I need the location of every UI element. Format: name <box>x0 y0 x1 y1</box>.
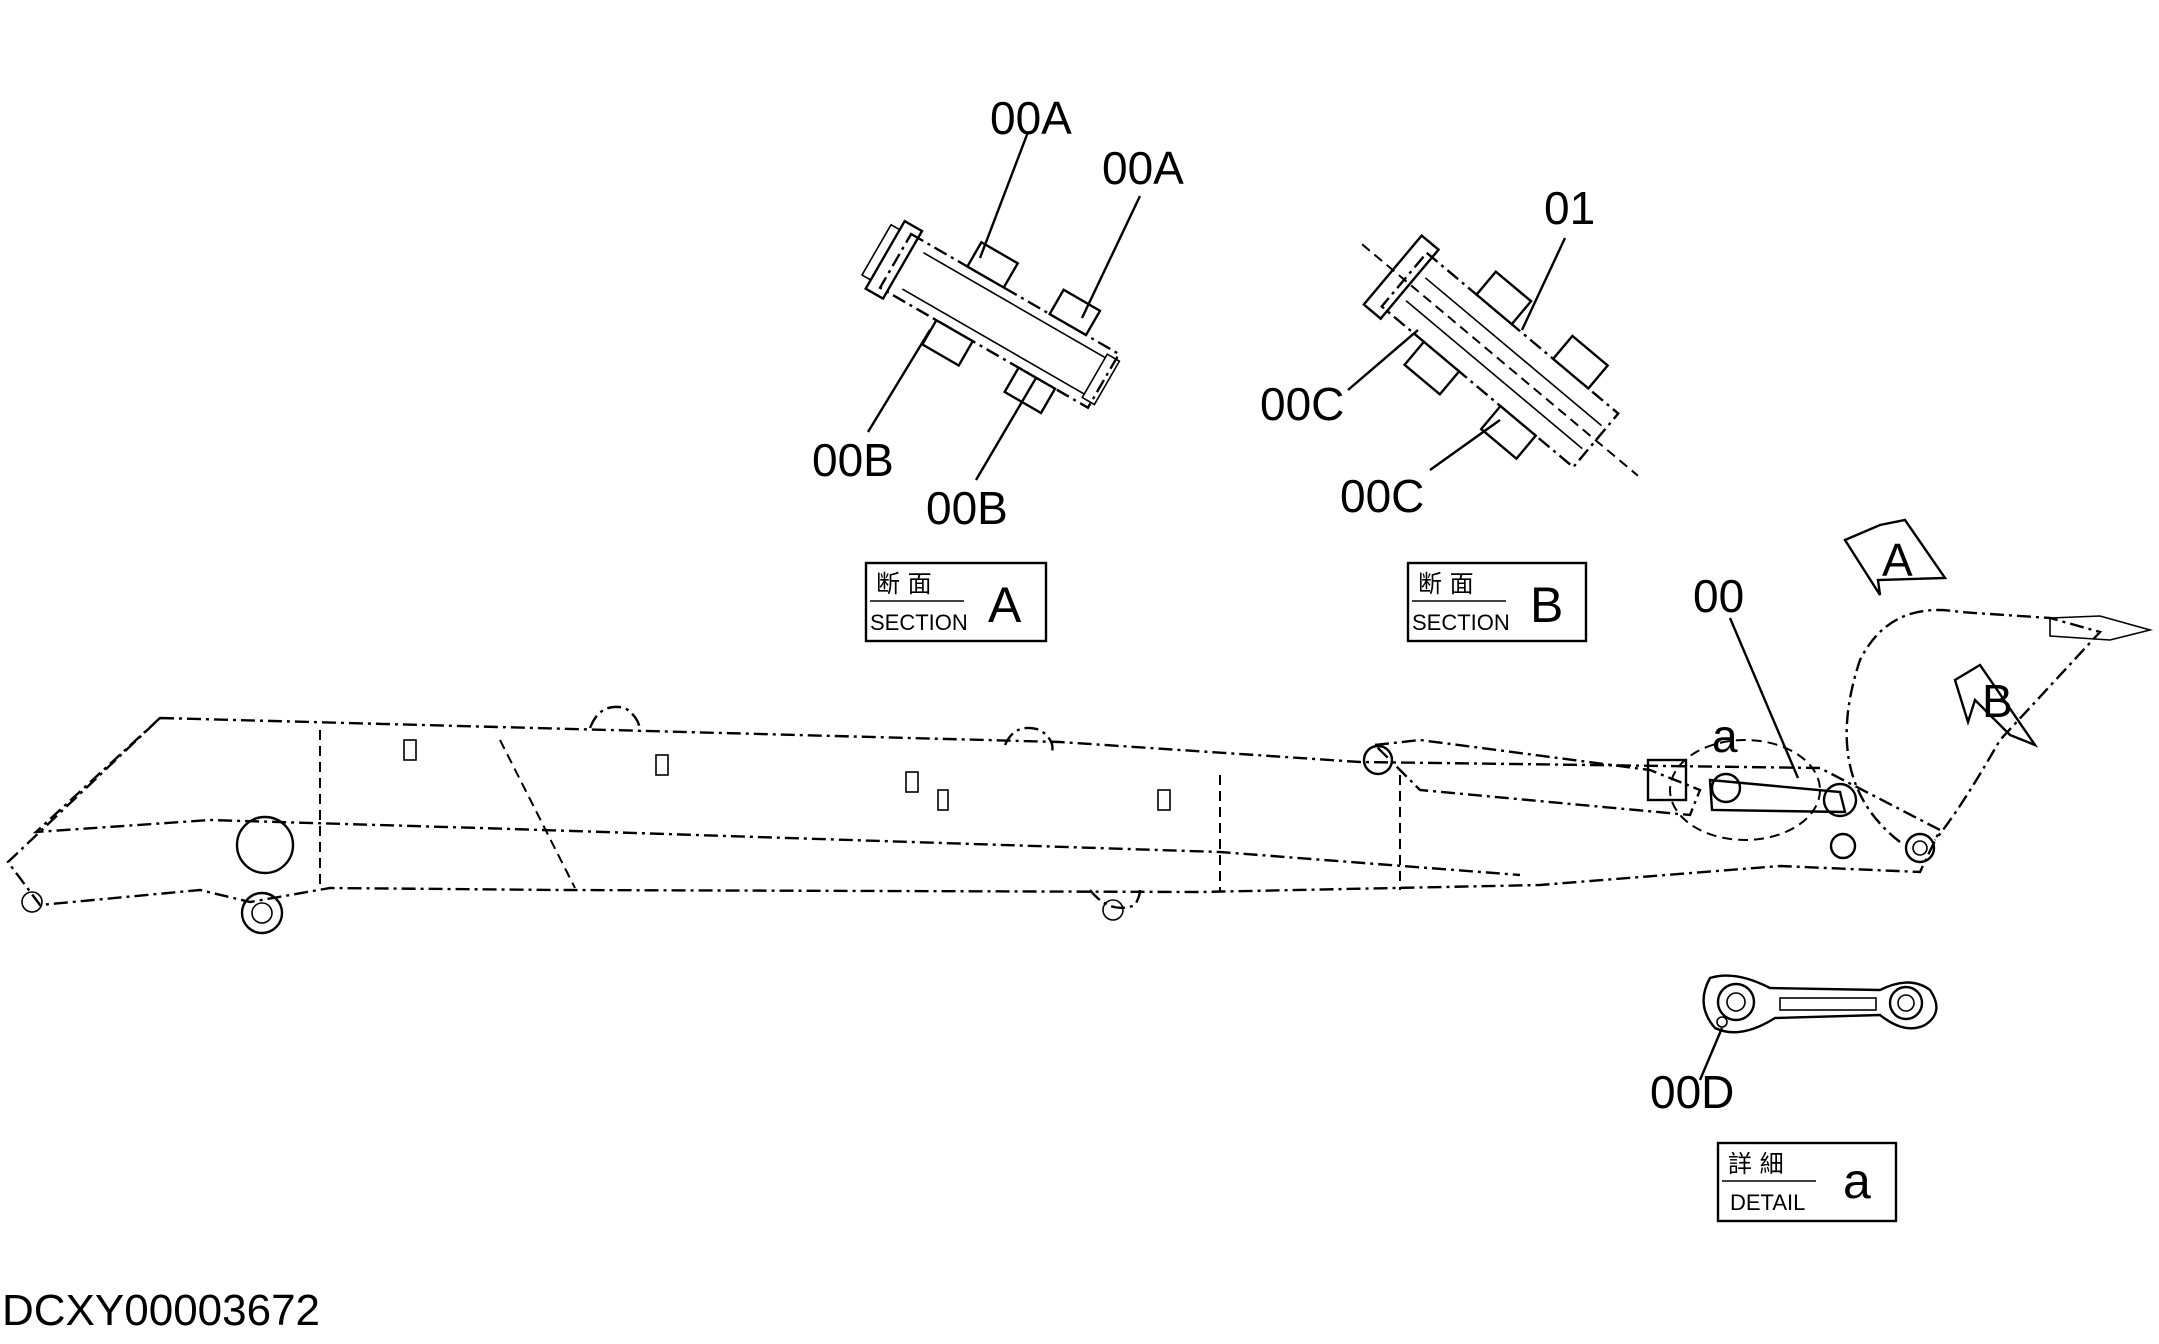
section-b-letter: B <box>1530 577 1563 633</box>
section-a-title-box: 断 面 SECTION A <box>864 561 1048 643</box>
detail-a-title-box: 詳 細 DETAIL a <box>1716 1141 1898 1223</box>
detail-a-en: DETAIL <box>1730 1190 1805 1215</box>
leader-00b-left <box>866 329 932 433</box>
view-arrow-b: B <box>1953 663 2039 748</box>
section-b-jp: 断 面 <box>1418 570 1474 598</box>
section-a-en: SECTION <box>870 610 968 635</box>
label-00a-top-left: 00A <box>990 92 1072 144</box>
leader-00b-right <box>974 377 1038 481</box>
section-b-view: 01 00C 00C <box>1260 182 1639 522</box>
leader-00d <box>1698 1027 1724 1081</box>
detail-a-link <box>1702 974 1938 1034</box>
detail-a-jp: 詳 細 <box>1728 1150 1784 1178</box>
label-00a-top-right: 00A <box>1102 142 1184 194</box>
leader-00a-right <box>1080 195 1142 319</box>
label-00c-lower: 00C <box>1340 470 1424 522</box>
leader-00c-upper <box>1347 329 1419 391</box>
label-00b-bottom-right: 00B <box>926 482 1008 534</box>
document-id: DCXY00003672 <box>2 1286 321 1335</box>
label-00b-bottom-left: 00B <box>812 434 894 486</box>
view-arrow-a-label: A <box>1882 534 1913 586</box>
label-00c-upper: 00C <box>1260 378 1344 430</box>
label-00: 00 <box>1693 570 1744 622</box>
leader-01 <box>1520 237 1567 331</box>
arm-assembly <box>6 608 2154 935</box>
leader-00 <box>1728 617 1800 779</box>
label-01: 01 <box>1544 182 1595 234</box>
view-arrow-a: A <box>1843 518 1948 596</box>
section-a-letter: A <box>988 577 1022 633</box>
detail-a-letter: a <box>1843 1153 1871 1209</box>
section-a-view: 00A 00A 00B 00B <box>812 92 1184 534</box>
label-00d: 00D <box>1650 1066 1734 1118</box>
section-b-title-box: 断 面 SECTION B <box>1406 561 1588 643</box>
leader-00c-lower <box>1429 419 1501 471</box>
section-b-en: SECTION <box>1412 610 1510 635</box>
section-a-jp: 断 面 <box>876 570 932 598</box>
view-arrow-b-label: B <box>1982 675 2013 727</box>
label-detail-a-marker: a <box>1712 710 1738 762</box>
leader-00a-left <box>978 131 1030 259</box>
